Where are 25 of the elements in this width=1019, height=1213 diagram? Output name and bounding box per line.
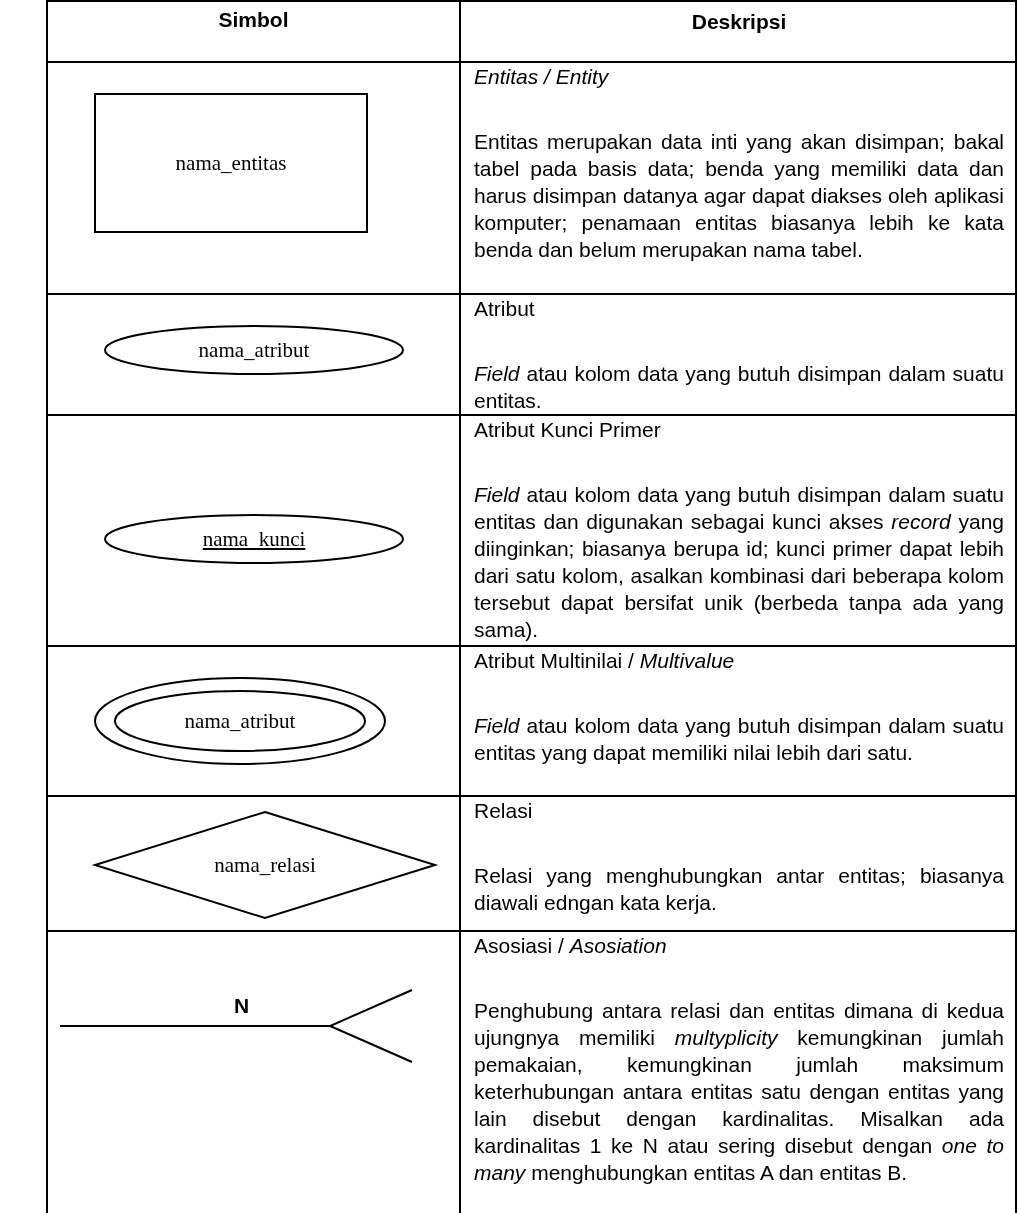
symbol-name: nama_relasi xyxy=(214,852,316,878)
symbol-name: nama_kunci xyxy=(202,526,306,552)
description-title: Atribut xyxy=(474,296,536,322)
relation-diamond xyxy=(94,811,436,919)
column-header: Deskripsi xyxy=(690,9,788,35)
symbol-name: nama_atribut xyxy=(184,708,296,734)
description-text: Entitas merupakan data inti yang akan disimpan; bakal tabel pada basis data; benda yang memiliki data dan harus disimpan datanya agar dapat diakses oleh aplikasi komputer; penamaan entitas biasanya lebih ke kata benda dan belum merupakan nama tabel. xyxy=(474,129,1004,263)
description-title: Atribut Multinilai / Multivalue xyxy=(474,648,736,674)
description-text: Relasi yang menghubungkan antar entitas; biasanya diawali edngan kata kerja. xyxy=(474,863,1004,916)
description-text: Field atau kolom data yang butuh disimpan dalam suatu entitas. xyxy=(474,361,1004,414)
description-title: Asosiasi / Asosiation xyxy=(474,933,668,959)
description-text: Penghubung antara relasi dan entitas dimana di kedua ujungnya memiliki multyplicity kemungkinan jumlah pemakaian, kemungkinan jumlah maksimum keterhubungan antara entitas satu dengan entitas yang lain disebut dengan kardinalitas. Misalkan ada kardinalitas 1 ke N atau sering disebut dengan one to many menghubungkan entitas A dan entitas B. xyxy=(474,998,1004,1186)
description-title: Entitas / Entity xyxy=(474,64,610,90)
description-text: Field atau kolom data yang butuh disimpan dalam suatu entitas dan digunakan sebagai kunci akses record yang diinginkan; biasanya berupa id; kunci primer dapat lebih dari satu kolom, asalkan kombinasi dari beberapa kolom tersebut dapat bersifat unik (berbeda tanpa ada yang sama). xyxy=(474,482,1004,643)
symbol-name: nama_atribut xyxy=(198,337,310,363)
description-title: Atribut Kunci Primer xyxy=(474,417,662,443)
multivalue-attribute-ellipse xyxy=(94,677,386,765)
entity-box xyxy=(94,93,368,233)
column-header: Simbol xyxy=(217,7,290,32)
cardinality-label: N xyxy=(234,994,250,1018)
description-title: Relasi xyxy=(474,798,534,824)
attribute-ellipse xyxy=(104,325,404,375)
key-attribute-ellipse xyxy=(104,514,404,564)
symbol-name: nama_entitas xyxy=(175,150,287,176)
description-text: Field atau kolom data yang butuh disimpan dalam suatu entitas yang dapat memiliki nilai lebih dari satu. xyxy=(474,713,1004,766)
